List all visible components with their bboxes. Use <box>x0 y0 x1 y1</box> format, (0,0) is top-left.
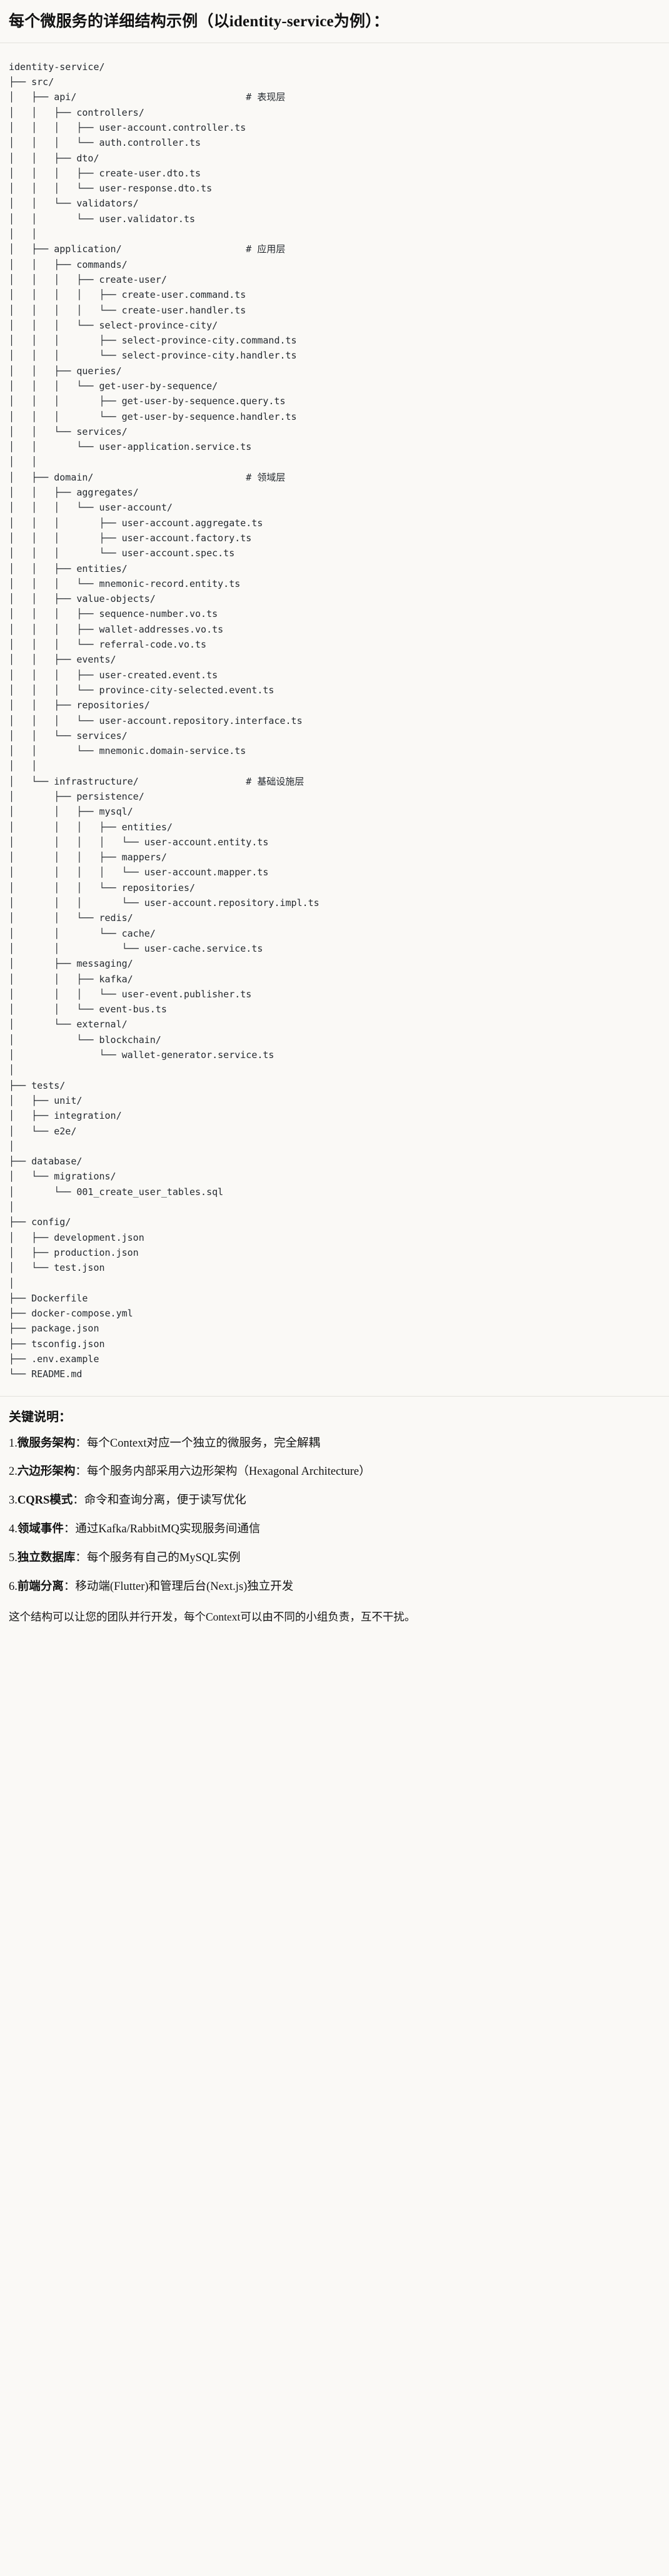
key-note-body: 每个服务有自己的MySQL实例 <box>86 1551 241 1564</box>
key-note-number: 5. <box>9 1551 18 1564</box>
key-note-separator: ： <box>63 1523 76 1536</box>
key-note-item: 1.微服务架构：每个Context对应一个独立的微服务，完全解耦 <box>9 1435 659 1452</box>
key-note-body: 通过Kafka/RabbitMQ实现服务间通信 <box>75 1523 261 1536</box>
key-note-item: 4.领域事件：通过Kafka/RabbitMQ实现服务间通信 <box>9 1521 659 1538</box>
key-note-number: 6. <box>9 1580 18 1593</box>
key-note-term: CQRS模式 <box>17 1494 73 1507</box>
key-note-body: 移动端(Flutter)和管理后台(Next.js)独立开发 <box>75 1580 294 1593</box>
key-note-item: 3.CQRS模式：命令和查询分离，便于读写优化 <box>9 1492 659 1509</box>
key-note-separator: ： <box>75 1465 87 1479</box>
directory-tree: identity-service/ ├── src/ │ ├── api/ # … <box>9 61 319 1380</box>
key-note-body: 每个服务内部采用六边形架构（Hexagonal Architecture） <box>86 1465 371 1479</box>
key-note-item: 6.前端分离：移动端(Flutter)和管理后台(Next.js)独立开发 <box>9 1579 659 1596</box>
closing-paragraph: 这个结构可以让您的团队并行开发，每个Context可以由不同的小组负责，互不干扰… <box>9 1611 416 1624</box>
key-note-term: 六边形架构 <box>17 1465 76 1479</box>
key-notes-title: 关键说明： <box>9 1410 71 1424</box>
key-note-term: 领域事件 <box>17 1523 64 1536</box>
key-note-separator: ： <box>73 1494 84 1507</box>
key-note-number: 1. <box>9 1437 18 1450</box>
key-note-number: 2. <box>9 1465 18 1479</box>
tree-divider <box>0 1395 669 1397</box>
page-title: 每个微服务的详细结构示例（以identity-service为例）： <box>9 13 390 30</box>
key-note-term: 独立数据库 <box>17 1551 76 1564</box>
key-note-separator: ： <box>75 1437 87 1450</box>
directory-tree-block: identity-service/ ├── src/ │ ├── api/ # … <box>0 43 669 1396</box>
key-note-body: 命令和查询分离，便于读写优化 <box>84 1494 246 1507</box>
key-note-term: 微服务架构 <box>17 1437 76 1450</box>
key-note-separator: ： <box>63 1580 76 1593</box>
key-note-item: 2.六边形架构：每个服务内部采用六边形架构（Hexagonal Architec… <box>9 1464 659 1480</box>
key-note-number: 3. <box>9 1494 18 1507</box>
page-root: 每个微服务的详细结构示例（以identity-service为例）： ident… <box>0 13 669 1648</box>
key-note-separator: ： <box>75 1551 87 1564</box>
key-note-body: 每个Context对应一个独立的微服务，完全解耦 <box>86 1437 320 1450</box>
key-note-number: 4. <box>9 1523 18 1536</box>
key-note-item: 5.独立数据库：每个服务有自己的MySQL实例 <box>9 1550 659 1567</box>
key-note-term: 前端分离 <box>17 1580 64 1593</box>
